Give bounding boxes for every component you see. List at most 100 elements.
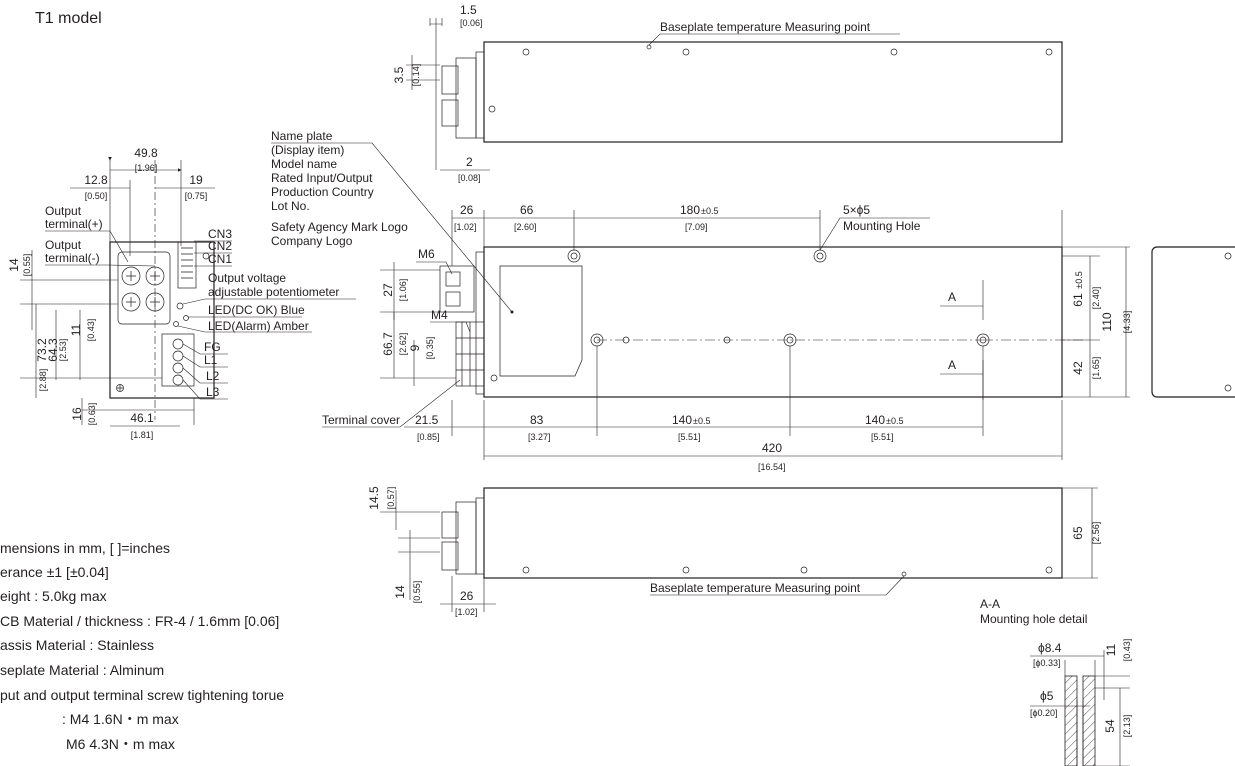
- label-m4: M4: [431, 308, 448, 322]
- dim-73-2-in: [2.88]: [38, 369, 48, 392]
- dim-140-b-tol: ±0.5: [886, 416, 903, 426]
- output-terminal-plus-bottom: [121, 292, 141, 312]
- dim-61: 61: [1071, 293, 1085, 307]
- output-terminal-plus-top: [121, 266, 141, 286]
- label-cn2: CN2: [208, 239, 232, 253]
- dim-65-in: [2.56]: [1091, 522, 1101, 545]
- dim-420: 420: [762, 441, 782, 455]
- dim-83-in: [3.27]: [528, 432, 551, 442]
- mounting-hole-detail: A-A Mounting hole detail ϕ8.4 [ϕ0.33] 11…: [980, 597, 1132, 766]
- dim-11-in: [0.43]: [86, 319, 96, 342]
- dim-phi-5: ϕ5: [1040, 689, 1054, 703]
- label-potentiometer-2: adjustable potentiometer: [208, 285, 339, 299]
- front-view-outline: [483, 246, 1063, 398]
- nameplate-line-1: Name plate: [271, 129, 333, 143]
- dim-19-in: [0.75]: [185, 191, 208, 201]
- note-3: eight : 5.0kg max: [0, 588, 107, 604]
- nameplate-labels: Name plate (Display item) Model name Rat…: [271, 129, 513, 313]
- potentiometer-icon: [176, 302, 184, 310]
- connector-block: [177, 241, 197, 289]
- end-view-outline: [109, 241, 215, 399]
- led-amber-icon: [173, 321, 179, 327]
- dim-16: 16: [70, 407, 84, 421]
- dim-66-7: 66.7: [381, 332, 395, 356]
- dim-2-in: [0.08]: [458, 173, 481, 183]
- mounting-hole-2: [813, 249, 827, 263]
- dim-phi-8-4-in: [ϕ0.33]: [1033, 658, 1061, 668]
- label-cn3: CN3: [208, 227, 232, 241]
- bottom-view: Baseplate temperature Measuring point 14…: [367, 486, 1101, 617]
- dim-61-in: [2.40]: [1091, 287, 1101, 310]
- dim-65: 65: [1071, 526, 1085, 540]
- label-led-blue: LED(DC OK) Blue: [208, 303, 305, 317]
- output-terminal-block: [117, 251, 171, 325]
- dim-26-in: [1.02]: [454, 222, 477, 232]
- dim-64-3: 64.3: [46, 338, 60, 362]
- dim-11-detail-in: [0.43]: [1122, 639, 1132, 662]
- dim-26: 26: [460, 203, 474, 217]
- dim-49-8-in: [1.96]: [135, 163, 158, 173]
- top-view-outline: [483, 41, 1063, 143]
- dim-26-bottom: 26: [460, 589, 474, 603]
- dim-27-in: [1.06]: [398, 279, 408, 302]
- dim-16-in: [0.63]: [87, 403, 97, 426]
- dim-26-bottom-in: [1.02]: [455, 607, 478, 617]
- dim-64-3-in: [2.53]: [58, 339, 68, 362]
- dim-phi-5-in: [ϕ0.20]: [1030, 708, 1058, 718]
- detail-title-aa: A-A: [980, 597, 1000, 611]
- dim-14-bottom: 14: [393, 585, 407, 599]
- label-potentiometer-1: Output voltage: [208, 271, 286, 285]
- right-end-view-partial: [1151, 246, 1235, 398]
- dim-3-5-in: [0.14]: [411, 64, 421, 87]
- mounting-hole-label: Mounting Hole: [843, 219, 921, 233]
- dim-110-in: [4.33]: [1122, 311, 1132, 334]
- dim-1-5-in: [0.06]: [460, 18, 483, 28]
- baseplate-label-bottom: Baseplate temperature Measuring point: [650, 581, 861, 595]
- dim-54: 54: [1103, 719, 1117, 733]
- dim-180-tol: ±0.5: [701, 206, 718, 216]
- dim-11: 11: [69, 323, 83, 336]
- model-title: T1 model: [35, 10, 102, 27]
- dim-42: 42: [1071, 361, 1085, 375]
- dim-140-a-in: [5.51]: [678, 432, 701, 442]
- nameplate-line-6: Lot No.: [271, 199, 310, 213]
- led-blue-icon: [183, 315, 189, 321]
- dim-14-5-in: [0.57]: [386, 487, 396, 510]
- label-cn1: CN1: [208, 252, 232, 266]
- dim-46-1-in: [1.81]: [131, 430, 154, 440]
- label-l2: L2: [206, 369, 220, 383]
- label-led-amber: LED(Alarm) Amber: [208, 319, 309, 333]
- top-view: Baseplate temperature Measuring point 1.…: [392, 3, 1063, 183]
- dim-140-b: 140: [865, 413, 885, 427]
- dim-14: 14: [7, 258, 21, 272]
- note-9: M6 4.3N・m max: [66, 736, 175, 752]
- nameplate-line-2: (Display item): [271, 143, 344, 157]
- dim-46-1: 46.1: [130, 411, 154, 425]
- dim-180: 180: [680, 203, 700, 217]
- left-end-view: 49.8 [1.96] 12.8 [0.50] 19 [0.75] 14 [0.…: [7, 146, 356, 440]
- section-a-top: A: [948, 290, 956, 304]
- section-a-bottom: A: [948, 358, 956, 372]
- front-view: 26 [1.02] 66 [2.60] 180 ±0.5 [7.09] 5×ϕ5…: [322, 203, 1132, 472]
- dim-19: 19: [189, 173, 203, 187]
- note-2: erance ±1 [±0.04]: [0, 564, 109, 580]
- note-4: CB Material / thickness : FR-4 / 1.6mm […: [0, 613, 279, 629]
- dim-140-a: 140: [672, 413, 692, 427]
- input-terminal-block: [161, 333, 195, 387]
- dim-21-5: 21.5: [415, 413, 439, 427]
- dim-14-in: [0.55]: [22, 254, 32, 277]
- dim-140-b-in: [5.51]: [871, 432, 894, 442]
- label-fg: FG: [204, 340, 221, 354]
- dim-phi-8-4: ϕ8.4: [1038, 641, 1062, 655]
- dim-27: 27: [381, 283, 395, 297]
- dim-11-detail: 11: [1104, 643, 1118, 656]
- nameplate-line-3: Model name: [271, 157, 337, 171]
- dim-73-2: 73.2: [35, 338, 49, 362]
- spec-notes: mensions in mm, [ ]=inches erance ±1 [±0…: [0, 540, 284, 752]
- dim-9: 9: [408, 344, 422, 351]
- nameplate-area: [499, 265, 583, 377]
- nameplate-line-4: Rated Input/Output: [271, 171, 373, 185]
- dim-49-8: 49.8: [134, 146, 158, 160]
- baseplate-label-top: Baseplate temperature Measuring point: [660, 20, 871, 34]
- dim-14-bottom-in: [0.55]: [412, 581, 422, 604]
